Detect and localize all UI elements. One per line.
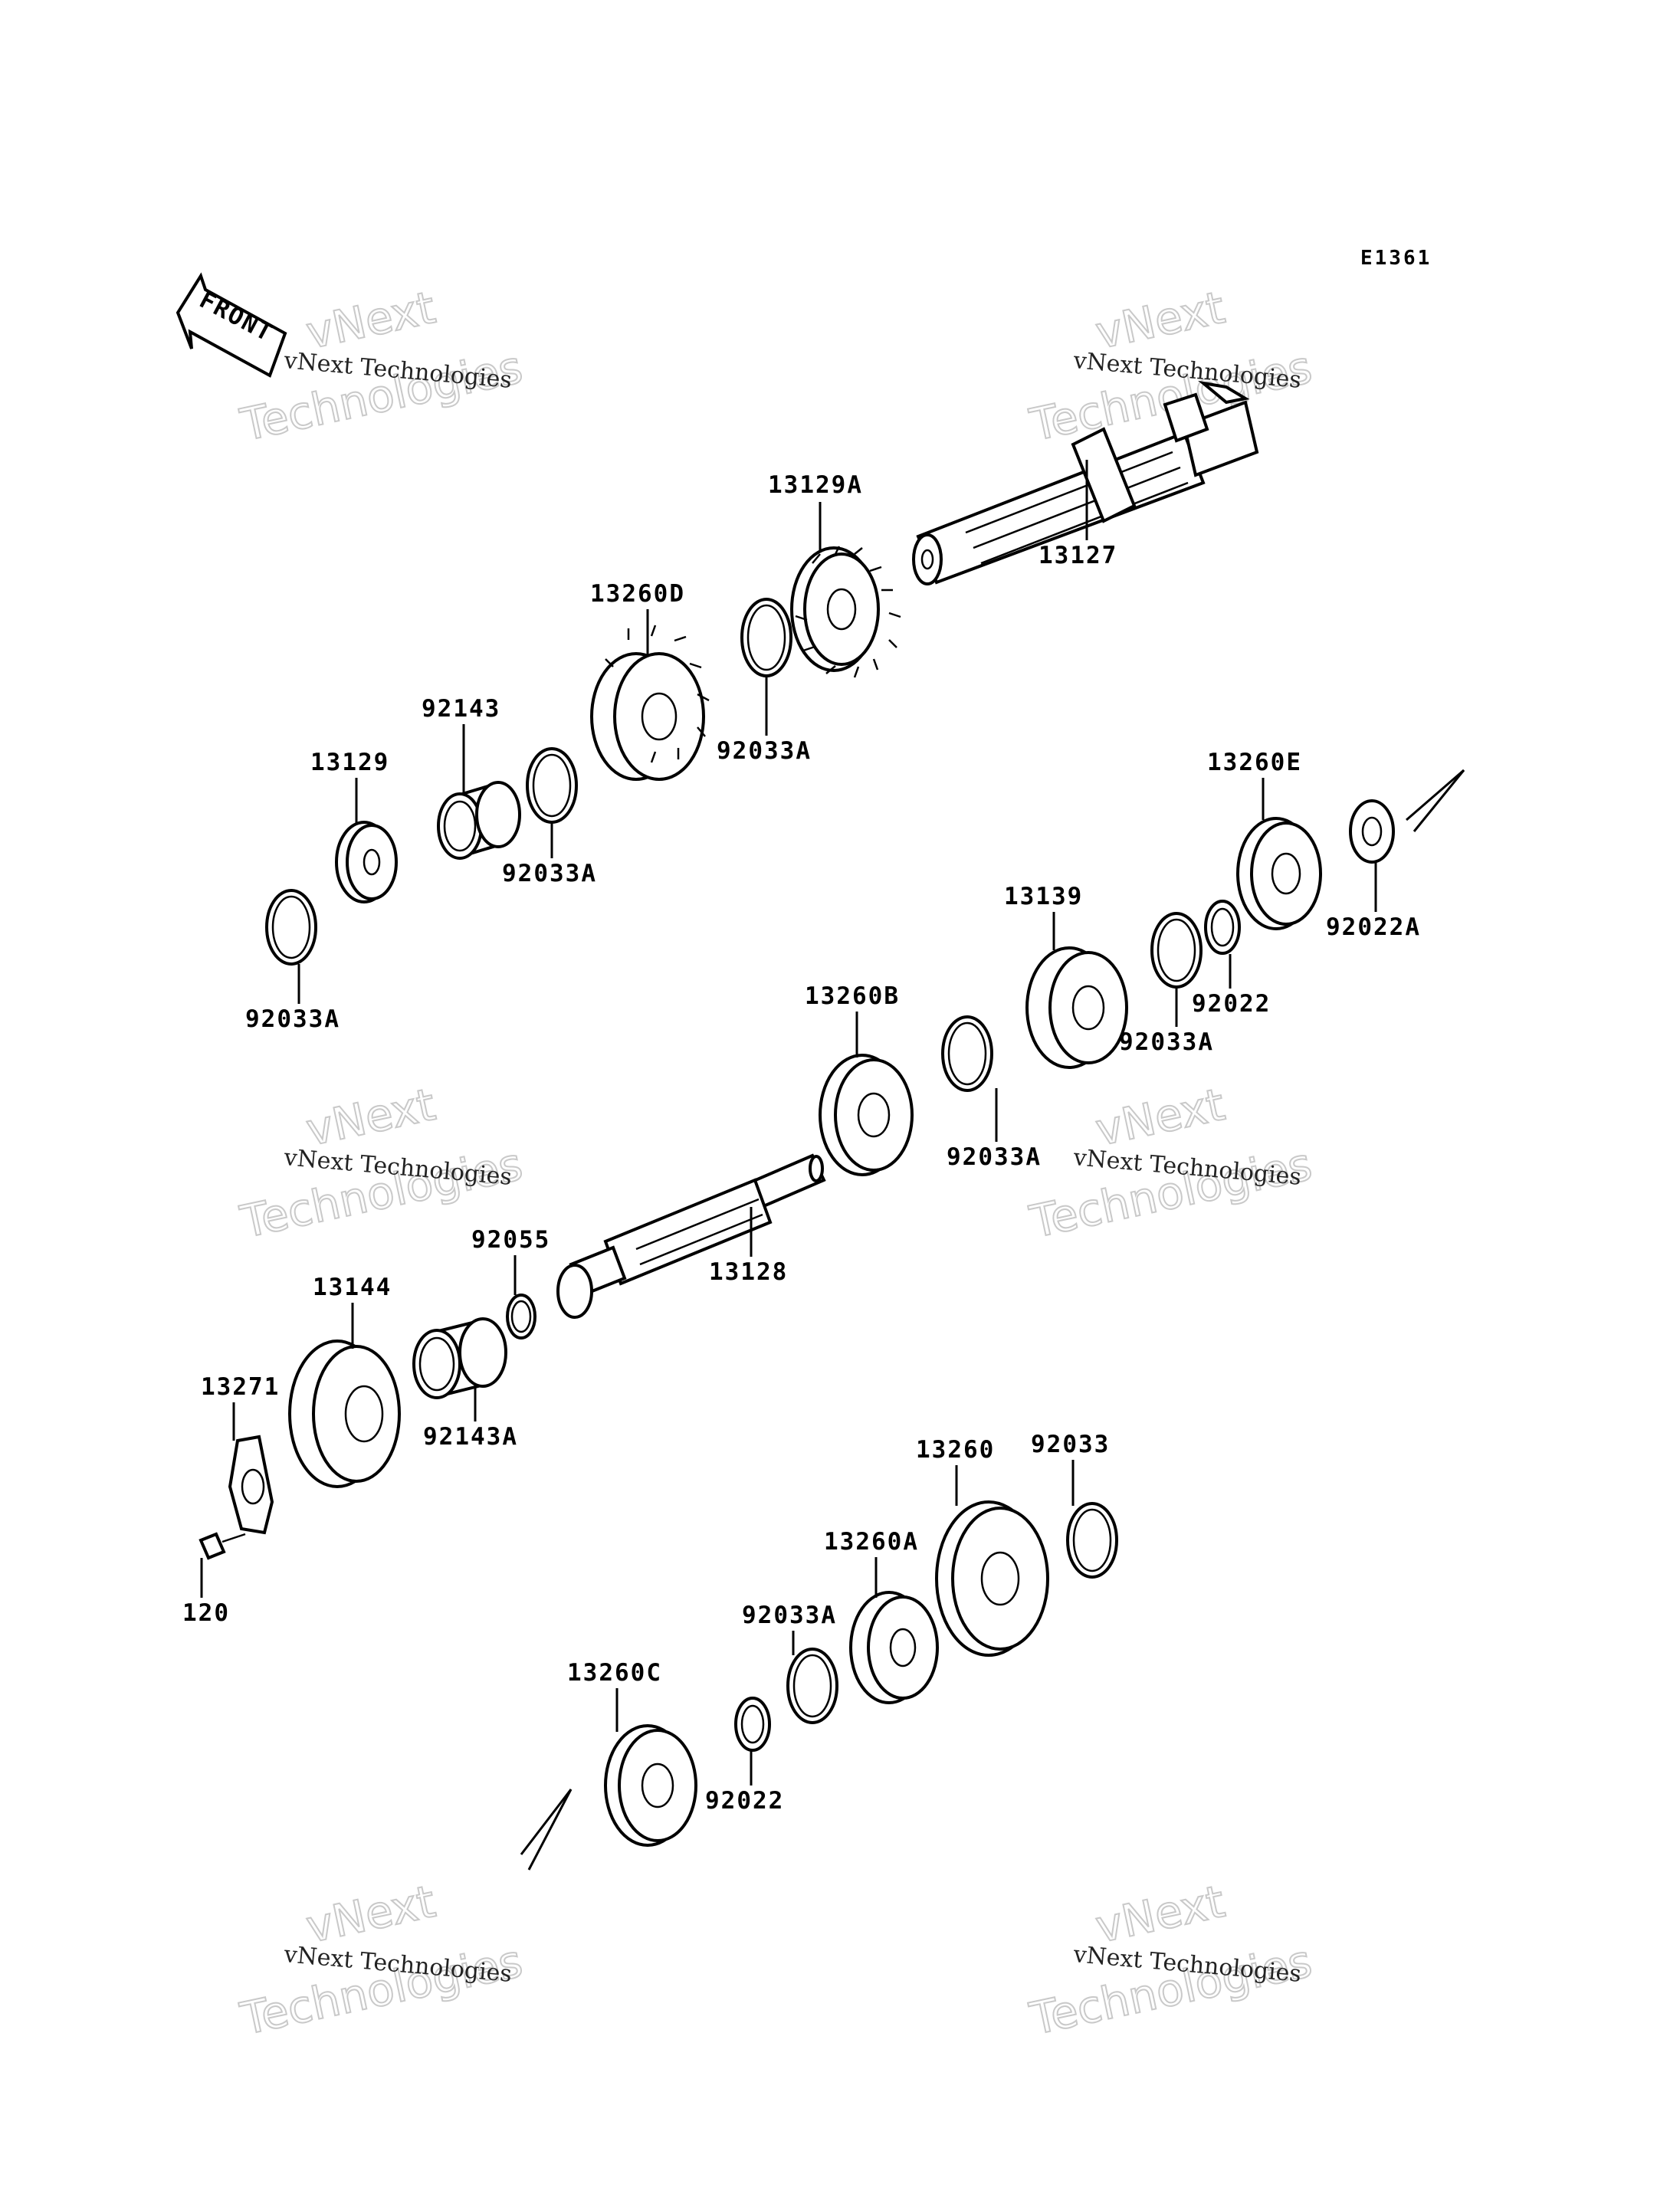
gear-13260A [849,1591,939,1704]
callout-92143A: 92143A [423,1423,518,1451]
callout-92033A-4: 92033A [1119,1028,1214,1056]
plate-13271 [228,1435,274,1535]
callout-13139: 13139 [1004,883,1083,910]
callout-13129: 13129 [310,749,389,776]
circlip-92033A-4 [1150,912,1203,989]
watermark-mid-left: vNext Technologies vNext Technologies [235,1077,528,1249]
callout-92022A: 92022A [1326,913,1421,941]
washer-92022 [1204,900,1241,955]
circlip-92033 [1066,1502,1118,1579]
shaft-13127 [912,380,1259,585]
callout-92033: 92033 [1031,1431,1110,1458]
gear-13129 [335,821,398,903]
diagram-code: E1361 [1360,247,1432,270]
svg-text:vNext: vNext [1091,281,1229,359]
svg-text:vNext: vNext [302,281,440,359]
watermark-bottom-right: vNext Technologies vNext Technologies [1025,1874,1317,2046]
watermark-bottom-left: vNext Technologies vNext Technologies [235,1874,528,2046]
front-arrow-icon: FRONT [176,272,287,378]
svg-text:vNext: vNext [1091,1875,1229,1953]
oring-92055 [506,1294,536,1340]
callout-92033A-6: 92033A [742,1602,837,1629]
shaft-13128 [556,1153,826,1319]
callout-92033A-3: 92033A [245,1005,340,1033]
bolt-120 [199,1532,246,1560]
sprocket-13144 [288,1340,401,1488]
callout-92143: 92143 [422,695,500,723]
leader-lines [200,460,1377,1785]
callout-13260C: 13260C [567,1659,662,1687]
callout-92033A-2: 92033A [502,860,597,887]
watermark-top-left: vNext Technologies vNext Technologies [235,280,528,452]
callout-13271: 13271 [201,1373,280,1401]
callout-13260E: 13260E [1207,749,1302,776]
callout-13144: 13144 [313,1274,392,1301]
gear-13260B [819,1054,914,1176]
circlip-92033A-2 [526,747,578,824]
gear-13139 [1025,946,1128,1069]
circlip-92033A-3 [265,889,317,966]
callout-120: 120 [182,1599,230,1627]
gear-13260C [604,1724,697,1847]
washer-92022-bottom [734,1697,771,1752]
assembly-reference-lines [520,769,1465,1871]
callout-92033A-5: 92033A [947,1143,1042,1171]
circlip-92033A-6 [786,1648,838,1724]
callout-labels: 13129A 13127 13260D 92033A 92143 13129 9… [182,471,1421,1815]
gear-13129A [790,546,901,678]
gear-13260E [1236,817,1322,930]
callout-13260B: 13260B [805,982,900,1010]
watermark-mid-right: vNext Technologies vNext Technologies [1025,1077,1317,1249]
callout-92055: 92055 [471,1226,550,1254]
circlip-92033A-5 [941,1015,993,1092]
callout-13129A: 13129A [768,471,863,499]
callout-92022: 92022 [1192,990,1271,1018]
svg-text:vNext: vNext [302,1875,440,1953]
gear-13260 [935,1500,1049,1657]
gear-13260D [590,625,710,781]
callout-13260A: 13260A [824,1528,919,1556]
svg-text:vNext: vNext [302,1078,440,1156]
callout-13260D: 13260D [590,580,685,608]
bushing-92143A [412,1317,507,1399]
bushing-92143 [437,781,521,860]
circlip-92033A-1 [740,598,792,677]
washer-92022A [1349,799,1395,864]
callout-13127: 13127 [1039,542,1117,569]
callout-13260: 13260 [916,1436,995,1464]
callout-92033A-1: 92033A [717,737,812,765]
callout-13128: 13128 [709,1258,788,1286]
callout-92022-bottom: 92022 [705,1787,784,1815]
svg-text:vNext: vNext [1091,1078,1229,1156]
